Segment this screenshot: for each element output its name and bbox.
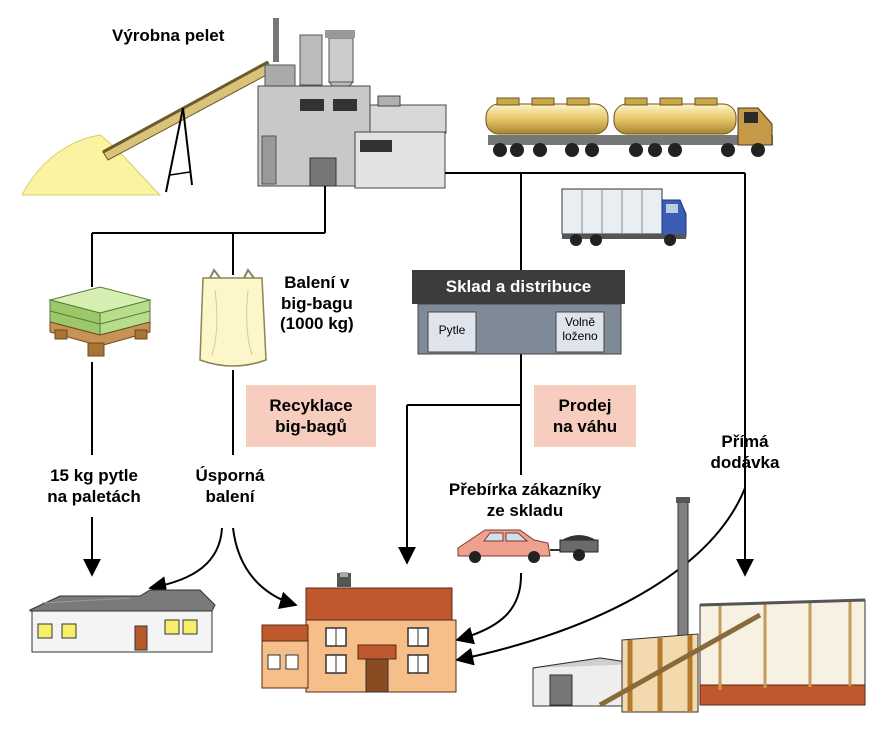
recycling-line1: Recyklace xyxy=(269,395,353,415)
weighing-line2: na váhu xyxy=(552,417,618,436)
direct-delivery-label: Přímá dodávka xyxy=(700,432,790,473)
direct-line1: Přímá xyxy=(721,432,769,451)
pallets-line2: na paletách xyxy=(47,486,141,506)
bigbag-label-line2: big-bagu xyxy=(280,293,353,313)
tanker-truck xyxy=(485,97,773,157)
recycling-line2: big-bagů xyxy=(275,417,347,436)
warehouse-bulk-line1: Volně xyxy=(564,315,596,329)
family-house xyxy=(261,572,457,693)
pickup-label: Přebírka zákazníky ze skladu xyxy=(430,480,620,521)
direct-line2: dodávka xyxy=(710,452,780,472)
flow-lines xyxy=(91,172,745,475)
bigbag-label-line3: (1000 kg) xyxy=(280,314,354,334)
warehouse-bags-label: Pytle xyxy=(438,323,466,337)
plant-label: Výrobna pelet xyxy=(112,26,225,45)
pellet-factory xyxy=(257,18,447,189)
pickup-line2: ze skladu xyxy=(486,500,564,520)
economy-label: Úsporná balení xyxy=(180,466,280,507)
conveyor-belt xyxy=(102,60,273,193)
pellet-pile xyxy=(21,134,162,196)
weighing-line1: Prodej xyxy=(558,395,612,415)
warehouse-bulk-label: Volně loženo xyxy=(556,315,604,344)
pallets-label: 15 kg pytle na paletách xyxy=(30,466,158,507)
economy-line1: Úsporná xyxy=(195,466,265,485)
recycling-box: Recyklace big-bagů xyxy=(246,385,376,447)
pallets-line1: 15 kg pytle xyxy=(50,466,138,485)
big-bag xyxy=(199,268,267,367)
bigbag-label-line1: Balení v xyxy=(284,273,350,292)
weighing-box: Prodej na váhu xyxy=(534,385,636,447)
warehouse-building xyxy=(417,303,622,355)
heating-plant xyxy=(532,497,866,713)
car-with-trailer xyxy=(457,529,599,563)
pallet-of-bags xyxy=(48,286,152,357)
economy-line2: balení xyxy=(205,486,255,506)
bungalow xyxy=(29,589,216,653)
warehouse-bulk-line2: loženo xyxy=(562,329,598,344)
pickup-line1: Přebírka zákazníky xyxy=(448,480,602,499)
bigbag-label: Balení v big-bagu (1000 kg) xyxy=(280,273,354,335)
warehouse-title: Sklad a distribuce xyxy=(412,270,625,304)
box-truck xyxy=(561,188,687,246)
flow-arrows xyxy=(83,173,754,666)
